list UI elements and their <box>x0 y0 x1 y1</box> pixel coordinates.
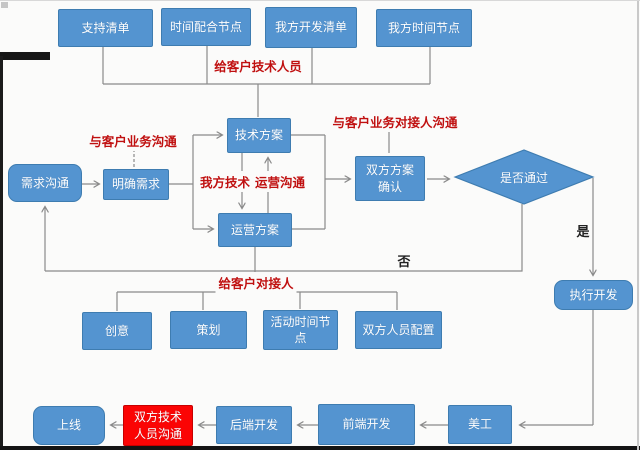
scan-edge-left <box>0 56 3 450</box>
node-both-sides-confirm: 双方方案 确认 <box>355 156 425 201</box>
node-both-tech-comm: 双方技术 人员沟通 <box>123 405 193 446</box>
node-creative: 创意 <box>82 312 152 350</box>
edge-merge-confirm <box>291 134 326 230</box>
node-time-coordination: 时间配合节点 <box>161 8 251 46</box>
scan-artifact-left <box>0 52 50 60</box>
edge-label-to-customer-tech: 给客户技术人员 <box>211 55 305 76</box>
node-ops-plan: 运营方案 <box>218 213 292 247</box>
edge-label-comm-customer-contact: 与客户业务对接人沟通 <box>329 111 461 132</box>
node-tech-plan: 技术方案 <box>227 118 291 153</box>
scan-edge-bottom <box>0 446 640 450</box>
edge-label-to-customer-contact: 给客户对接人 <box>215 272 297 293</box>
node-both-sides-staffing: 双方人员配置 <box>355 311 442 349</box>
edge-top-collector <box>102 46 431 117</box>
node-our-dev-list: 我方开发清单 <box>265 7 357 48</box>
scan-edge-right <box>637 1 639 450</box>
node-planning: 策划 <box>170 311 247 349</box>
decision-label-yes: 是 <box>574 221 592 240</box>
edge-clarify-branch <box>169 135 194 229</box>
node-clarify-demand: 明确需求 <box>103 169 169 200</box>
edge-label-comm-customer-business: 与客户业务沟通 <box>86 130 180 151</box>
scan-artifact-corner <box>1 2 8 8</box>
node-artist: 美工 <box>448 405 512 444</box>
node-activity-time: 活动时间节 点 <box>263 310 338 350</box>
node-online: 上线 <box>33 406 105 445</box>
node-our-time-node: 我方时间节点 <box>376 9 472 47</box>
node-backend-dev: 后端开发 <box>216 406 292 444</box>
edge-no-path <box>45 204 523 272</box>
edge-label-ops-communication: 运营沟通 <box>251 171 309 192</box>
node-decision-pass: 是否通过 <box>499 170 548 185</box>
node-execute-dev: 执行开发 <box>554 280 633 310</box>
node-demand-communication: 需求沟通 <box>8 164 82 202</box>
edge-label-our-tech: 我方技术 <box>196 171 254 192</box>
decision-diamond-shape <box>453 149 595 205</box>
node-frontend-dev: 前端开发 <box>318 404 415 445</box>
node-support-list: 支持清单 <box>58 9 153 47</box>
decision-label-no: 否 <box>395 251 413 270</box>
